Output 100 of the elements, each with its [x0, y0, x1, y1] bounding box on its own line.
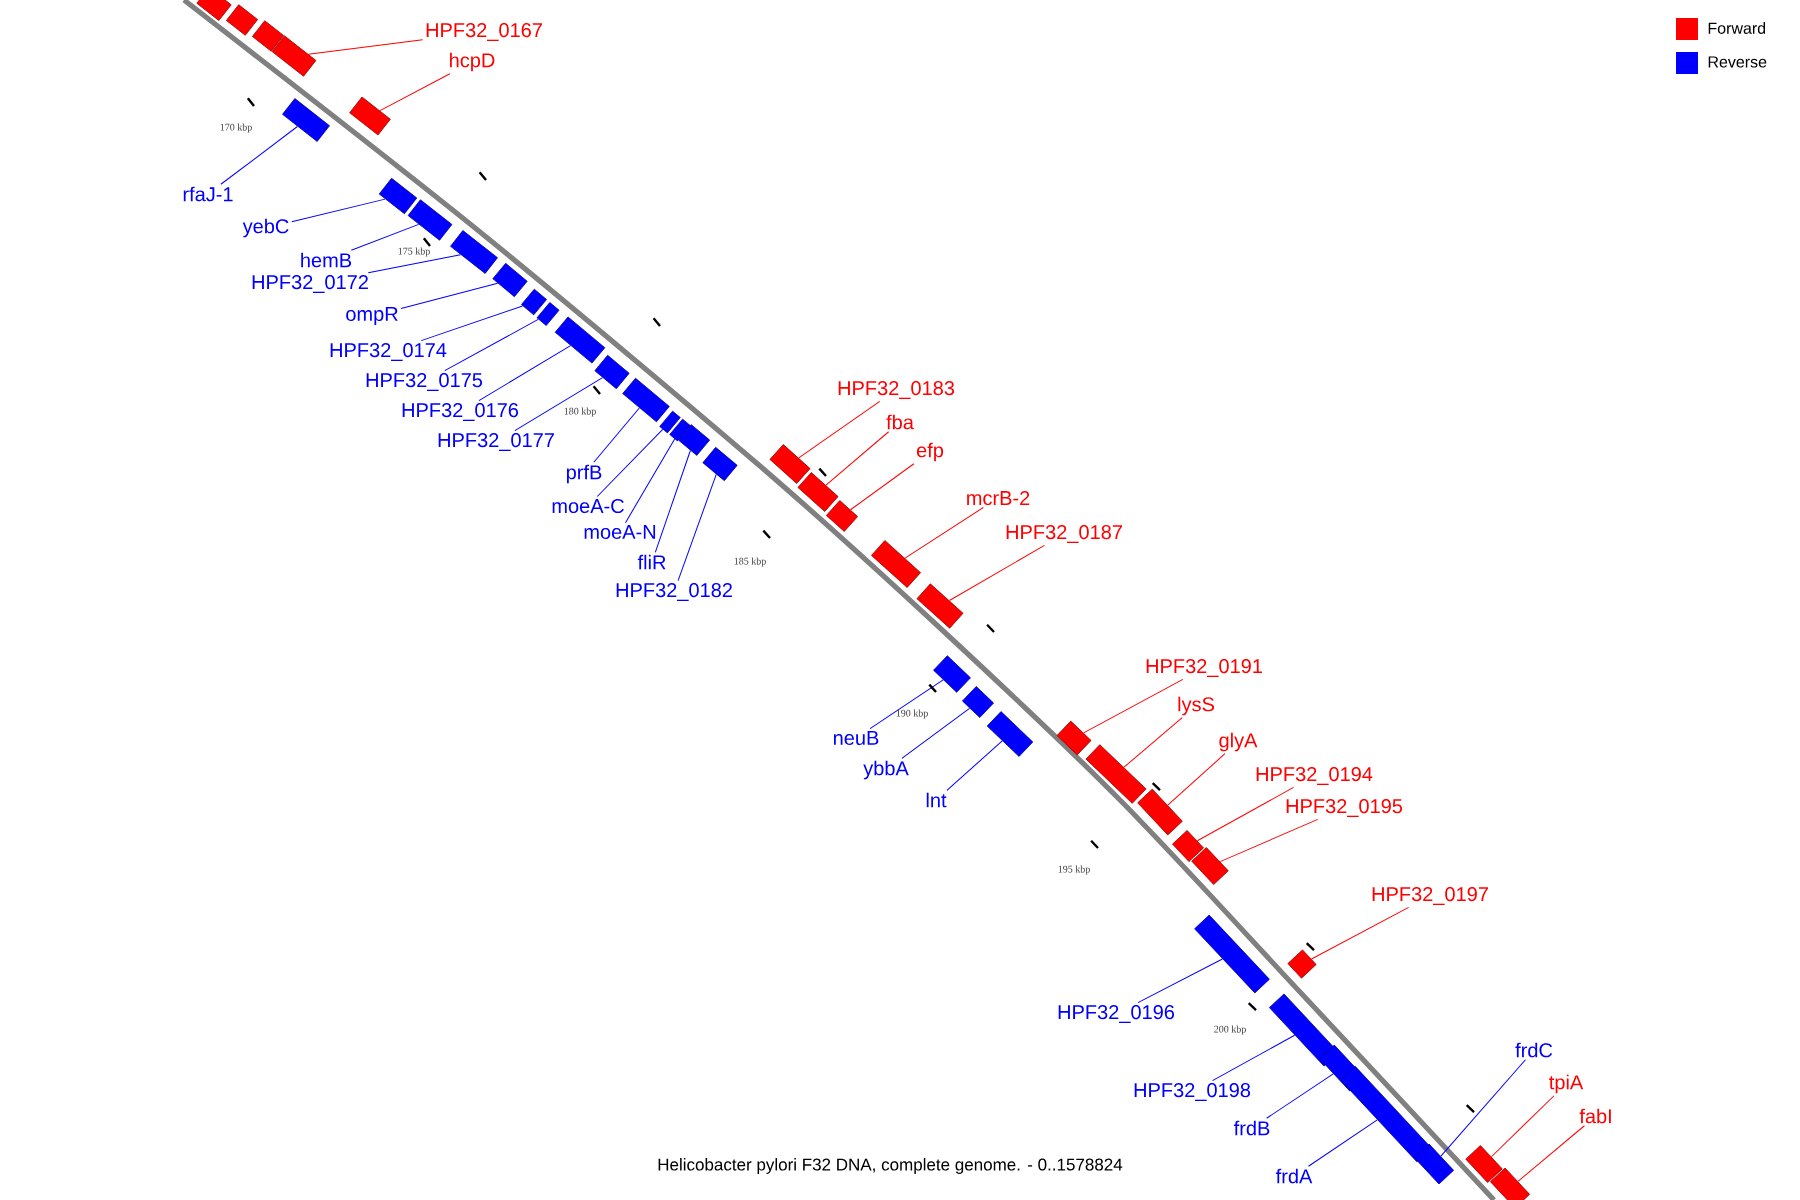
leader-line: [869, 679, 944, 730]
gene-label: HPF32_0174: [330, 343, 447, 361]
leader-line: [1311, 906, 1410, 960]
gene-block: [1194, 914, 1270, 994]
gene-block: [702, 446, 738, 482]
leader-line: [1123, 717, 1183, 768]
leader-line: [654, 450, 691, 553]
gene-block: [962, 686, 994, 718]
gene-label: HPF32_0187: [1006, 525, 1122, 543]
gene-label: ompR: [346, 307, 398, 325]
leader-line: [948, 544, 1045, 601]
gene-block: [1085, 744, 1147, 804]
gene-block: [1269, 993, 1339, 1067]
gene-block: [282, 98, 330, 142]
leader-line: [1219, 818, 1319, 863]
gene-block: [450, 230, 498, 274]
caption: Helicobacter pylori F32 DNA, complete genome. - 0..1578824: [658, 1158, 1123, 1174]
gene-label: ybbA: [863, 760, 909, 780]
gene-label: moeA-C: [552, 498, 624, 514]
gene-block: [1340, 1065, 1432, 1163]
leader-line: [379, 73, 451, 112]
gene-block: [622, 377, 670, 423]
gene-block: [594, 354, 630, 390]
gene-block: [407, 199, 453, 241]
gene-block: [1191, 847, 1229, 885]
leader-line: [850, 463, 915, 511]
gene-block: [1414, 1143, 1454, 1185]
gene-label: fliR: [637, 554, 666, 570]
gene-label: lysS: [1178, 696, 1214, 716]
gene-label: HPF32_0183: [838, 381, 955, 399]
gene-block: [1056, 720, 1092, 756]
gene-block: [554, 316, 606, 364]
gene-block: [196, 0, 232, 21]
gene-block: [226, 4, 258, 36]
gene-block: [492, 262, 528, 298]
gene-label: fabI: [1579, 1108, 1611, 1124]
leader-line: [1307, 1119, 1378, 1167]
leader-line: [514, 377, 604, 432]
leader-line: [400, 282, 499, 309]
gene-label: HPF32_0191: [1146, 659, 1262, 677]
leader-line: [478, 345, 572, 402]
gene-block: [1172, 830, 1204, 862]
legend-label: Reverse: [1708, 56, 1767, 68]
gene-block: [916, 583, 964, 629]
leader-line: [1440, 1059, 1526, 1157]
leader-line: [367, 254, 461, 274]
gene-block: [826, 500, 858, 532]
leader-line: [1266, 1073, 1334, 1119]
gene-label: HPF32_0177: [438, 433, 554, 451]
gene-block: [933, 655, 971, 693]
gene-block: [378, 177, 418, 215]
leader-line: [1490, 1095, 1555, 1158]
gene-label: yebC: [242, 218, 289, 238]
leader-line: [596, 428, 664, 498]
gene-label: HPF32_0195: [1286, 799, 1403, 817]
gene-label: mcrB-2: [967, 490, 1030, 506]
gene-label: frdC: [1515, 1042, 1553, 1058]
leader-line: [220, 126, 298, 185]
gene-block: [871, 540, 921, 588]
gene-block: [271, 35, 317, 77]
gene-block: [1287, 949, 1317, 979]
leader-line: [901, 707, 971, 759]
leader-line: [677, 473, 717, 582]
gene-block: [1137, 788, 1183, 836]
gene-block: [659, 410, 681, 434]
gene-label: glyA: [1219, 732, 1258, 752]
gene-label: HPF32_0167: [426, 23, 542, 41]
gene-label: HPF32_0176: [402, 403, 519, 421]
gene-block: [769, 444, 811, 484]
leader-line: [798, 400, 881, 459]
leader-line: [825, 431, 890, 486]
gene-block: [521, 288, 547, 316]
leader-line: [593, 407, 640, 463]
leader-line: [1167, 753, 1226, 806]
gene-block: [252, 20, 284, 52]
leader-line: [291, 198, 386, 223]
gene-label: moeA-N: [584, 525, 656, 539]
gene-block: [349, 96, 391, 136]
gene-label: neuB: [833, 731, 879, 745]
leader-line: [1212, 1034, 1296, 1082]
gene-label: lnt: [926, 792, 947, 808]
gene-label: frdA: [1275, 1168, 1313, 1184]
leader-line: [946, 740, 1003, 791]
leader-line: [1517, 1125, 1585, 1182]
leader-line: [420, 305, 523, 342]
gene-label: tpiA: [1549, 1074, 1584, 1094]
gene-label: frdB: [1233, 1120, 1270, 1136]
gene-label: hemB: [301, 252, 352, 268]
gene-block: [1465, 1145, 1503, 1183]
gene-block: [669, 418, 691, 442]
gene-label: HPF32_0198: [1134, 1083, 1251, 1101]
leader-line: [904, 507, 984, 559]
gene-label: HPF32_0182: [616, 583, 732, 601]
gene-label: HPF32_0172: [252, 275, 368, 293]
leader-line: [1083, 678, 1184, 734]
gene-label: hcpD: [450, 52, 495, 72]
gene-block: [797, 472, 839, 512]
gene-block: [1490, 1167, 1530, 1200]
leader-line: [308, 39, 424, 55]
gene-block: [536, 302, 560, 326]
